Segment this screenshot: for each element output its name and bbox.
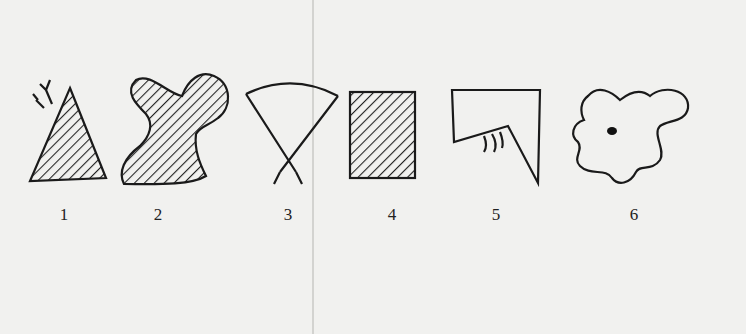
callout-number: 4 [388, 206, 397, 223]
callout-number: 6 [630, 206, 639, 223]
hatched-blob [122, 74, 228, 184]
hatched-rectangle [350, 92, 415, 178]
callout-number: 3 [284, 206, 293, 223]
hatched-triangle [30, 80, 106, 181]
callout-number: 2 [154, 206, 163, 223]
callout-number: 1 [60, 206, 69, 223]
page-fold [312, 0, 314, 334]
notched-square [452, 90, 540, 183]
fan-shape [246, 83, 338, 184]
callout-number: 5 [492, 206, 501, 223]
amoeba-blob [573, 90, 688, 183]
